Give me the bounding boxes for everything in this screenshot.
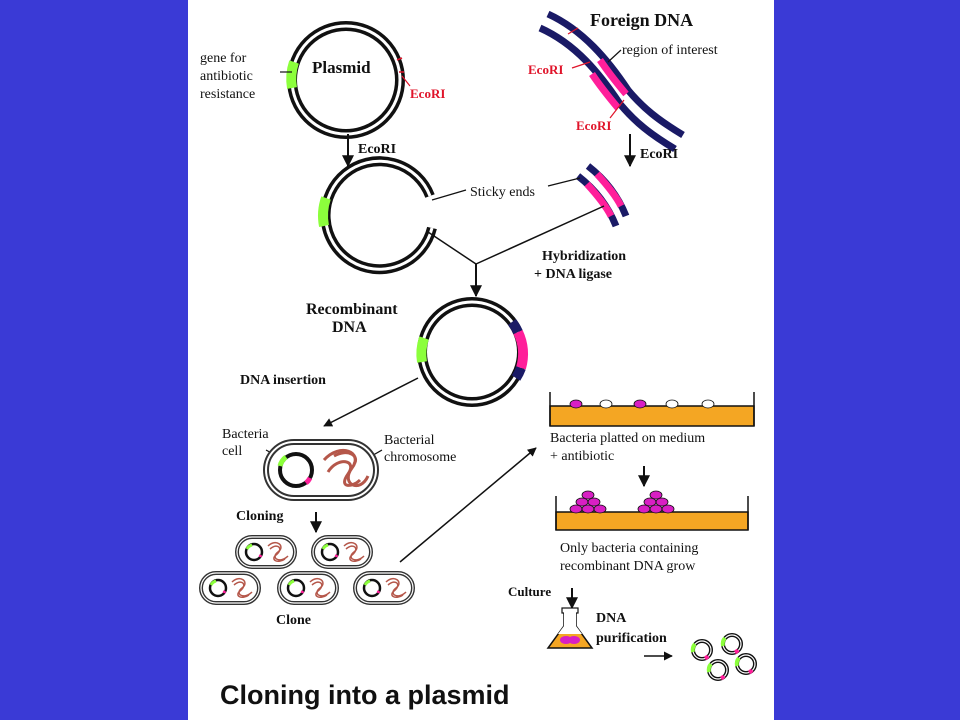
foreign-dna-label: Foreign DNA	[590, 10, 693, 30]
sticky-ends-label: Sticky ends	[470, 185, 535, 200]
platted-line-1: Bacteria platted on medium	[550, 431, 705, 446]
cell-label: cell	[222, 444, 242, 459]
gene-for-label: gene for	[200, 51, 247, 66]
diagram-panel: gene for antibiotic resistance Plasmid E…	[188, 0, 774, 720]
recombinant-dna-label: DNA	[332, 319, 367, 336]
dna-insertion-label: DNA insertion	[240, 373, 326, 388]
hybridization-label: Hybridization	[542, 249, 626, 264]
recombinant-plasmid	[416, 297, 529, 407]
chromosome-label: chromosome	[384, 450, 456, 465]
resistance-label: resistance	[200, 87, 255, 102]
platted-line-2: + antibiotic	[550, 449, 614, 464]
only-bacteria-line-1: Only bacteria containing	[560, 541, 698, 556]
antibiotic-label: antibiotic	[200, 69, 253, 84]
clone-label: Clone	[276, 613, 311, 628]
flask-icon	[546, 607, 594, 649]
only-bacteria-line-2: recombinant DNA grow	[560, 559, 696, 574]
ecori-foreign-2-label: EcoRI	[576, 118, 611, 133]
purification-label: purification	[596, 631, 667, 646]
region-of-interest-label: region of interest	[622, 43, 718, 58]
bacterial-label: Bacterial	[384, 433, 435, 448]
cut-plasmid	[318, 156, 437, 275]
ecori-plasmid-label: EcoRI	[410, 86, 445, 101]
dna-purification-dna-label: DNA	[596, 611, 627, 626]
cloning-label: Cloning	[236, 509, 283, 524]
plasmid-label: Plasmid	[312, 58, 371, 77]
plate-with-antibiotic	[549, 392, 755, 427]
bacteria-cell	[263, 439, 379, 501]
ecori-left-arrow-label: EcoRI	[358, 142, 396, 157]
recombinant-label: Recombinant	[306, 301, 398, 318]
dna-ligase-label: + DNA ligase	[534, 267, 612, 282]
diagram-title: Cloning into a plasmid	[220, 680, 510, 710]
ecori-foreign-1-label: EcoRI	[528, 62, 563, 77]
plate-with-colonies	[555, 490, 749, 531]
cloned-cells	[199, 535, 415, 605]
plasmid-circle	[286, 21, 405, 139]
cloning-diagram: gene for antibiotic resistance Plasmid E…	[199, 10, 757, 710]
culture-label: Culture	[508, 584, 551, 599]
ecori-right-arrow-label: EcoRI	[640, 147, 678, 162]
purified-plasmids	[690, 633, 757, 681]
bacteria-label: Bacteria	[222, 427, 269, 442]
cut-foreign-fragment	[575, 163, 630, 228]
foreign-dna-strands	[538, 10, 685, 153]
